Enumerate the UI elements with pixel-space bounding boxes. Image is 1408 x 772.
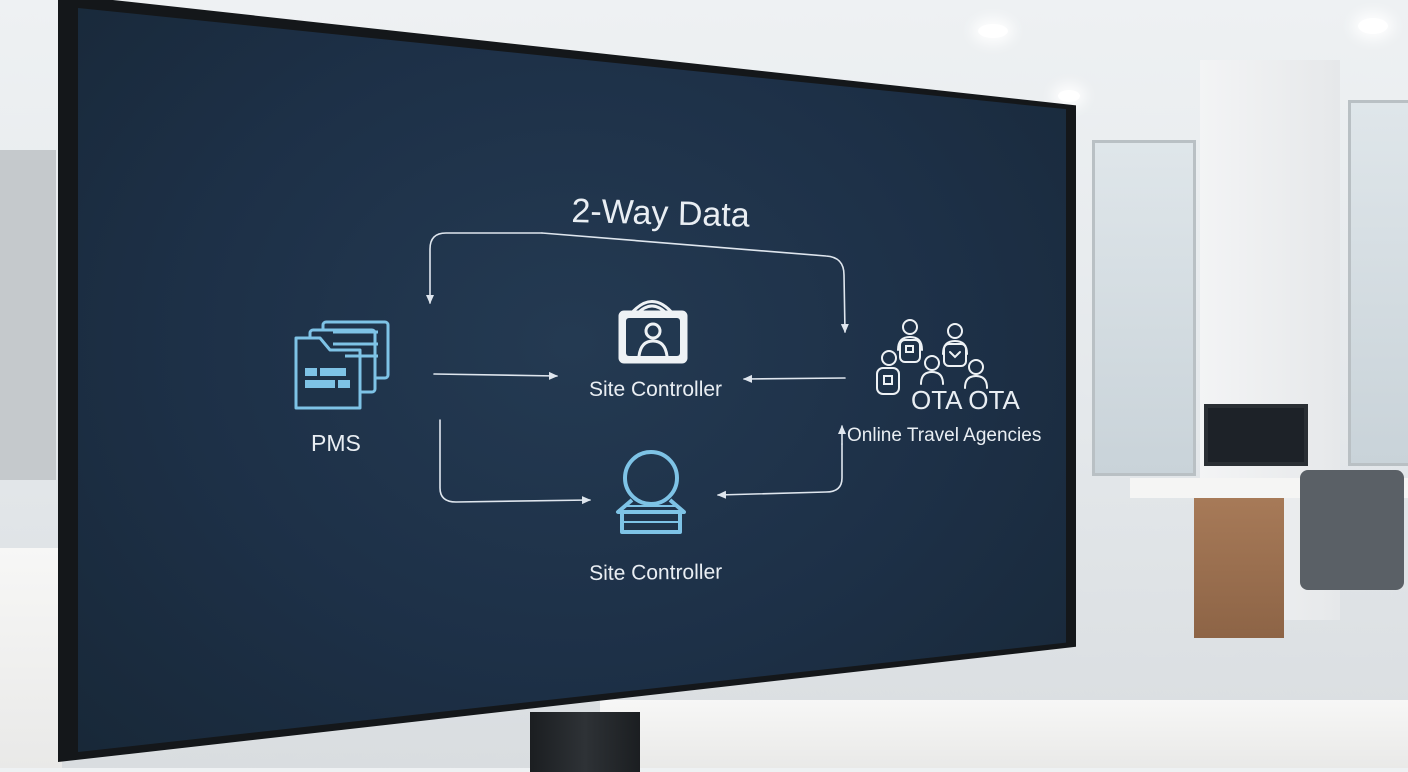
pms-documents-icon <box>294 320 390 410</box>
ota-people-group-icon <box>876 319 988 395</box>
pms-to-site-controller-arrow <box>433 371 558 380</box>
site-controller-top-label: Site Controller <box>589 378 723 401</box>
pms-to-bottom-controller-arrow <box>439 419 591 505</box>
shelf <box>0 150 56 480</box>
window <box>1092 140 1196 476</box>
site-controller-bottom-label: Site Controller <box>589 560 723 585</box>
ota-to-site-controller-arrow <box>743 374 846 383</box>
pms-label: PMS <box>311 430 361 456</box>
diagram-title: 2-Way Data <box>571 192 751 235</box>
top-loop-right-arrow <box>541 232 849 333</box>
background-monitor <box>1204 404 1308 466</box>
ceiling-light <box>1058 90 1080 102</box>
desk-cabinet <box>1194 498 1284 638</box>
monitor-screen <box>78 8 1066 752</box>
window <box>1348 100 1408 466</box>
ota-full-label: Online Travel Agencies <box>847 425 1042 446</box>
site-controller-bottom-icon <box>616 450 686 534</box>
site-controller-top-icon <box>618 300 688 364</box>
ceiling-light <box>978 24 1008 38</box>
office-chair <box>1300 470 1404 590</box>
top-loop-left-arrow <box>426 232 543 304</box>
counter <box>0 548 62 768</box>
ota-short-label: OTA OTA <box>911 385 1020 415</box>
ota-to-bottom-controller-arrow <box>717 443 843 499</box>
ceiling-light <box>1358 18 1388 34</box>
monitor-stand <box>530 712 640 772</box>
table-surface <box>600 700 1408 768</box>
